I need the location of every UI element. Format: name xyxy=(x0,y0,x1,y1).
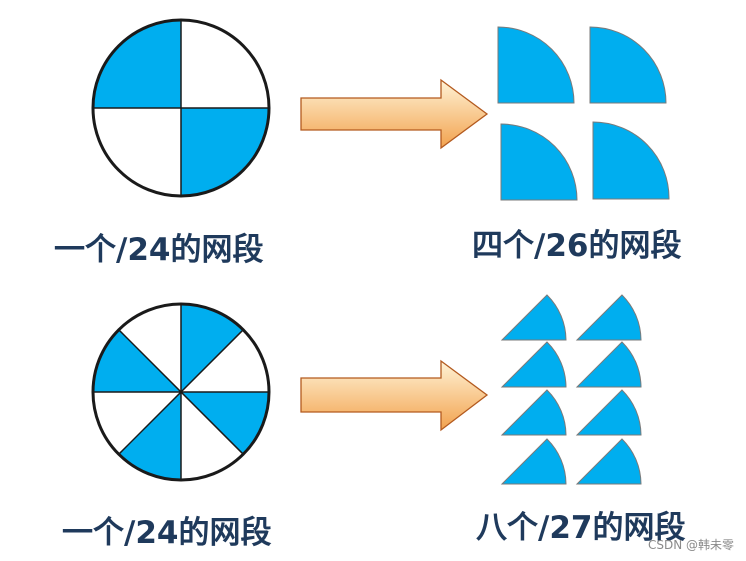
eighth-piece xyxy=(575,341,642,388)
eighth-piece xyxy=(500,341,567,388)
eighth-piece xyxy=(575,438,642,485)
quarter-piece xyxy=(592,121,670,200)
divider xyxy=(118,329,244,455)
slice xyxy=(93,329,181,392)
caption-whole-network-top: 一个/24的网段 xyxy=(54,232,264,268)
arrow-bottom xyxy=(300,359,489,432)
eighth-circle-group xyxy=(91,302,271,482)
arrow-top xyxy=(300,78,489,150)
caption-four-subnets: 四个/26的网段 xyxy=(472,228,682,264)
quadrant-top-left xyxy=(93,20,181,108)
eighth-pieces xyxy=(500,294,642,485)
slice xyxy=(181,304,244,392)
quarter-piece xyxy=(500,123,578,201)
quarter-circle-group xyxy=(91,18,271,198)
eighth-piece xyxy=(500,438,567,485)
eighth-piece xyxy=(575,294,642,341)
caption-eight-subnets: 八个/27的网段 xyxy=(476,510,686,546)
slice xyxy=(181,392,269,455)
watermark: CSDN @韩未零 xyxy=(647,538,734,552)
quarter-piece xyxy=(589,26,667,104)
eighth-piece xyxy=(500,294,567,341)
quadrant-bottom-right xyxy=(181,108,269,196)
eighth-piece xyxy=(575,389,642,436)
eighth-piece xyxy=(500,389,567,436)
quarter-pieces xyxy=(497,26,670,201)
quarter-piece xyxy=(497,26,575,104)
slice xyxy=(118,392,181,480)
caption-whole-network-bottom: 一个/24的网段 xyxy=(62,515,272,551)
